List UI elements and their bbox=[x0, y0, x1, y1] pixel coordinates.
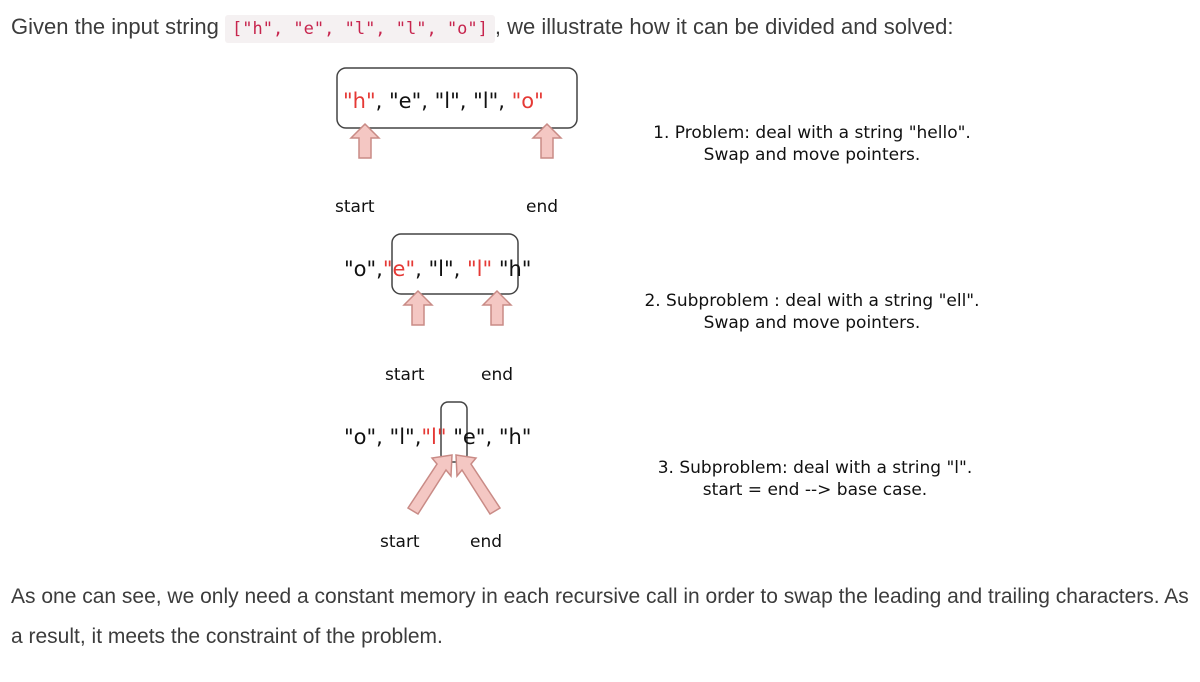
step-1-token-h: "h" bbox=[343, 89, 376, 113]
step-3-converging-arrows bbox=[406, 454, 502, 516]
step-1-start-arrow bbox=[350, 123, 380, 159]
intro-text-before: Given the input string bbox=[11, 14, 226, 39]
step-2-end-label: end bbox=[481, 365, 513, 385]
step-1: "h", "e", "l", "l", "o" start end 1. Pro… bbox=[335, 67, 971, 217]
recursion-diagram: "h", "e", "l", "l", "o" start end 1. Pro… bbox=[335, 67, 980, 552]
step-3-note-line2: start = end --> base case. bbox=[703, 480, 927, 500]
step-1-string: "h", "e", "l", "l", "o" bbox=[343, 89, 544, 113]
step-2-start-label: start bbox=[385, 365, 425, 385]
step-1-note-line1: 1. Problem: deal with a string "hello". bbox=[653, 123, 971, 143]
step-1-token-o: "o" bbox=[512, 89, 544, 113]
step-2-note-line1: 2. Subproblem : deal with a string "ell"… bbox=[644, 291, 979, 311]
step-3-string-box bbox=[440, 401, 468, 463]
step-2-string: "o","e", "l", "l" "h" bbox=[344, 257, 531, 281]
step-3-start-label: start bbox=[380, 532, 420, 552]
step-1-start-label: start bbox=[335, 197, 375, 217]
step-2-end-arrow bbox=[482, 290, 512, 326]
step-3-string: "o", "l","l" "e", "h" bbox=[344, 425, 531, 449]
intro-text-after: , we illustrate how it can be divided an… bbox=[494, 14, 954, 39]
step-2-string-box bbox=[391, 233, 519, 295]
step-2: "o","e", "l", "l" "h" start end 2. Subpr… bbox=[344, 233, 980, 385]
step-3-note-line1: 3. Subproblem: deal with a string "l". bbox=[658, 458, 973, 478]
step-1-end-arrow bbox=[532, 123, 562, 159]
step-2-note-line2: Swap and move pointers. bbox=[704, 313, 921, 333]
step-1-end-label: end bbox=[526, 197, 558, 217]
step-1-note-line2: Swap and move pointers. bbox=[704, 145, 921, 165]
step-2-token-l: "l" bbox=[467, 257, 492, 281]
step-3-token-l: "l" bbox=[421, 425, 446, 449]
step-2-token-e: "e" bbox=[383, 257, 415, 281]
step-3: "o", "l","l" "e", "h" start end 3. Subpr… bbox=[344, 401, 973, 552]
step-2-start-arrow bbox=[403, 290, 433, 326]
step-3-end-label: end bbox=[470, 532, 502, 552]
conclusion-paragraph: As one can see, we only need a constant … bbox=[11, 585, 1189, 648]
intro-sentence: Given the input string ["h", "e", "l", "… bbox=[11, 11, 954, 45]
input-string-code: ["h", "e", "l", "l", "o"] bbox=[225, 15, 495, 43]
step-1-string-box bbox=[336, 67, 578, 129]
